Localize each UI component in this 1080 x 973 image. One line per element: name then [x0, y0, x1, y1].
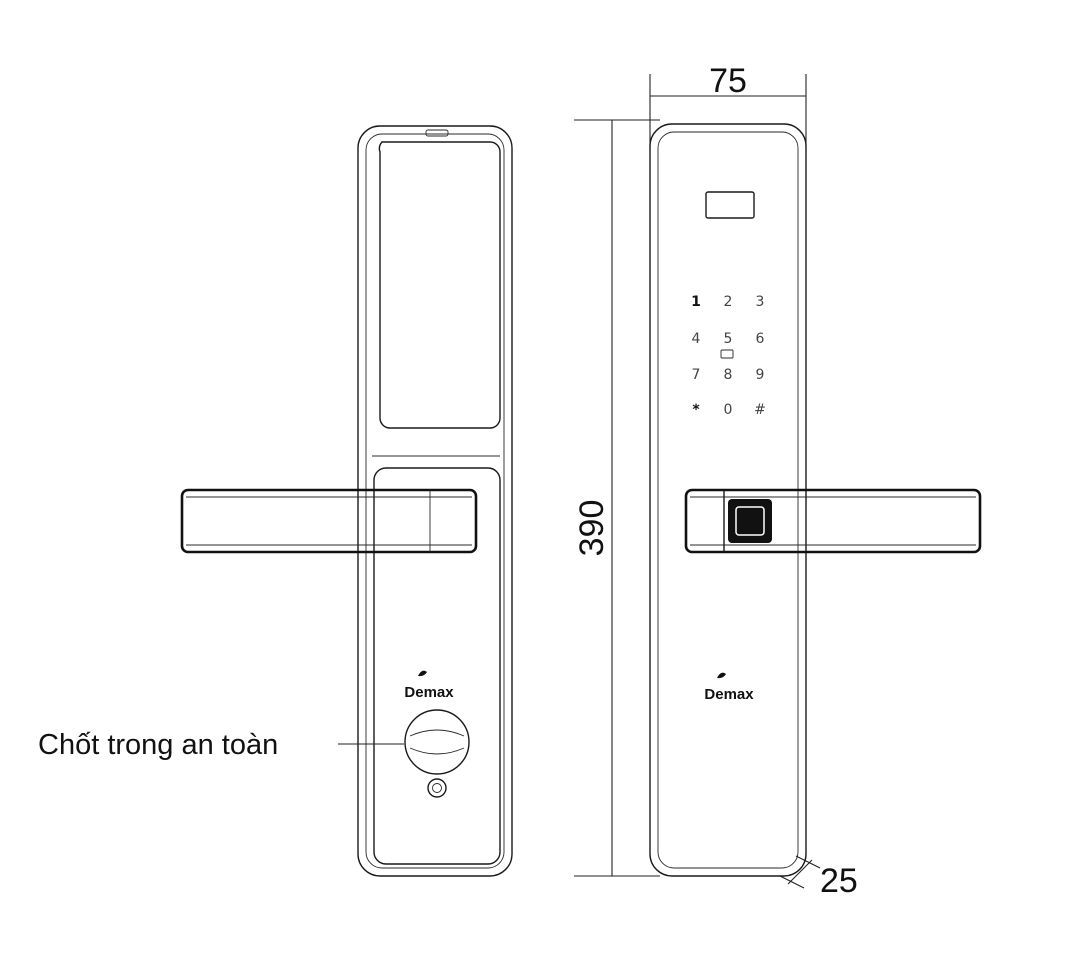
- dimension-width: 75: [649, 62, 807, 148]
- front-handle: [684, 488, 982, 554]
- dimension-height: 390: [573, 119, 660, 877]
- display-window: [705, 191, 755, 219]
- leaf-logo-icon: [418, 670, 427, 677]
- callout-label: Chốt trong an toàn: [38, 729, 278, 761]
- back-upper-panel: [378, 141, 501, 429]
- front-view: 1 2 3 4 5 6 7 8 9 * 0 # Demax: [649, 123, 982, 877]
- back-top-notch: [425, 129, 449, 137]
- keypad-key: *: [692, 402, 700, 418]
- keypad-key: 2: [724, 294, 733, 310]
- keypad-key: 6: [756, 331, 765, 347]
- back-handle: [180, 488, 478, 554]
- dimension-depth: 25: [779, 855, 858, 900]
- card-reader-icon: [720, 349, 734, 359]
- keypad: 1 2 3 4 5 6 7 8 9 * 0 #: [691, 294, 766, 418]
- back-lower-panel: [373, 467, 501, 865]
- back-body-inner: [365, 133, 505, 869]
- fingerprint-sensor: [728, 499, 772, 543]
- height-value: 390: [573, 500, 611, 557]
- keypad-key: #: [754, 402, 766, 418]
- callout: Chốt trong an toàn: [38, 729, 404, 761]
- back-brand-logo: Demax: [404, 684, 454, 701]
- keypad-key: 4: [692, 331, 701, 347]
- keypad-key: 8: [724, 367, 733, 383]
- back-body-outer: [357, 125, 513, 877]
- front-body-outer: [649, 123, 807, 877]
- depth-value: 25: [820, 862, 858, 900]
- keypad-key: 7: [692, 367, 701, 383]
- back-view: Demax: [180, 125, 513, 877]
- front-body-inner: [657, 131, 799, 869]
- safety-latch-knob: [404, 709, 470, 775]
- keypad-key: 0: [724, 402, 733, 418]
- keypad-key: 5: [724, 331, 733, 347]
- keypad-key: 9: [756, 367, 765, 383]
- front-brand-logo: Demax: [704, 686, 754, 703]
- leaf-logo-icon: [717, 672, 726, 679]
- width-value: 75: [709, 62, 747, 100]
- keypad-key: 3: [756, 294, 765, 310]
- keypad-key: 1: [691, 294, 701, 310]
- key-cylinder: [427, 778, 447, 798]
